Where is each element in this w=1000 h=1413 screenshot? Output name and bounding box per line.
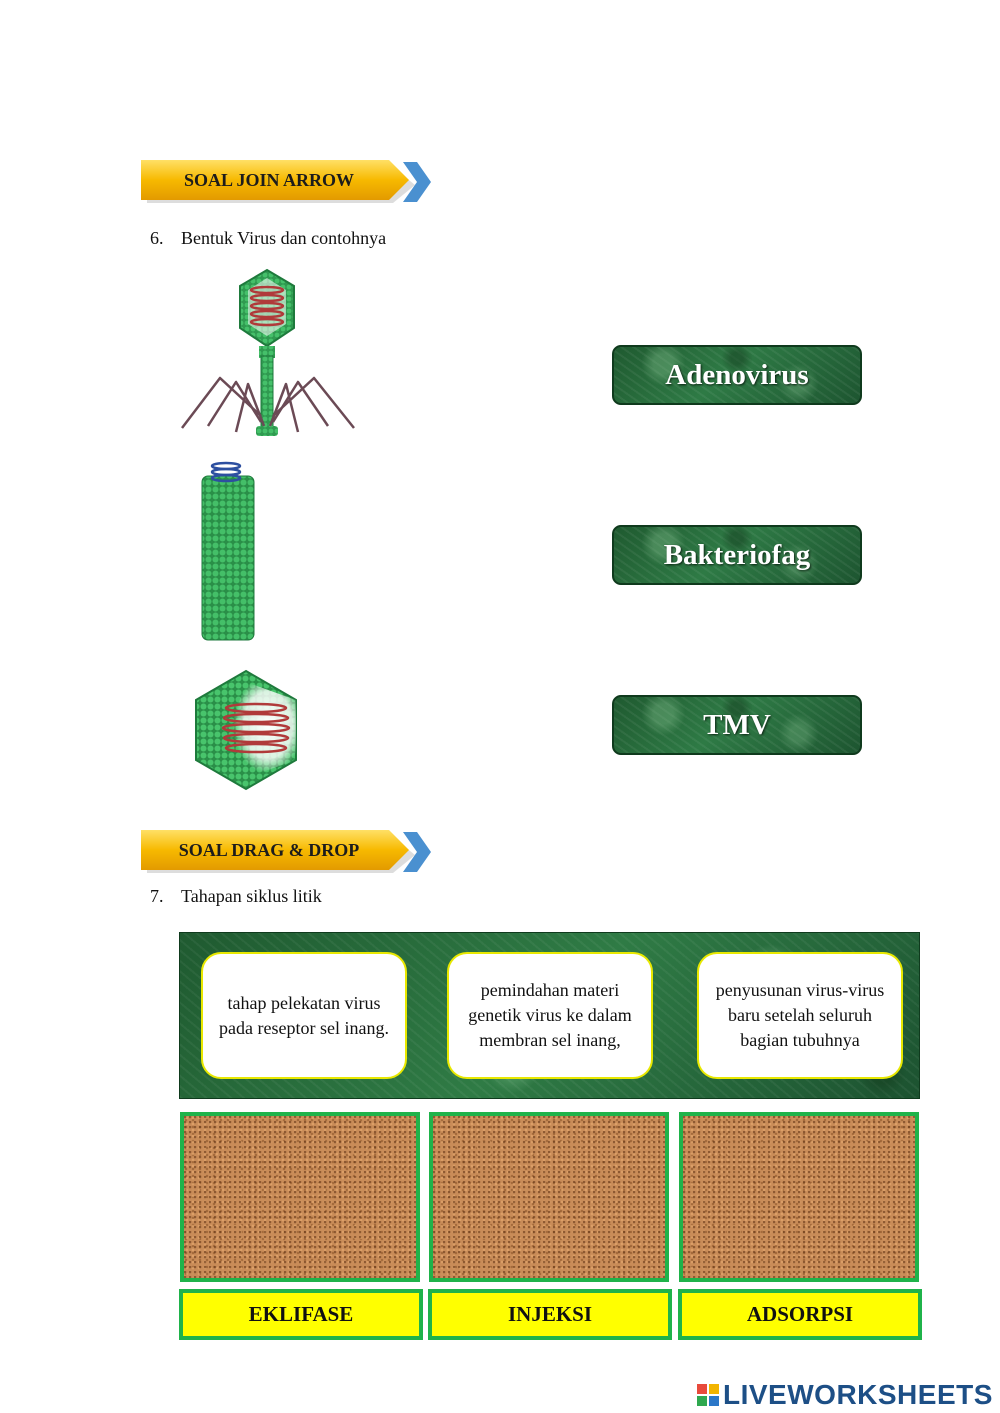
banner-arrow-shape bbox=[141, 830, 431, 873]
option-bakteriofag[interactable]: Bakteriofag bbox=[612, 525, 862, 585]
question-6: 6. Bentuk Virus dan contohnya bbox=[150, 228, 386, 249]
drop-zone-3[interactable] bbox=[679, 1112, 919, 1282]
drag-card-1[interactable]: tahap pelekatan virus pada reseptor sel … bbox=[201, 952, 407, 1079]
banner-arrow-shape bbox=[141, 160, 431, 203]
question-text: Bentuk Virus dan contohnya bbox=[181, 228, 387, 248]
drop-zone-1[interactable] bbox=[180, 1112, 420, 1282]
question-number: 6. bbox=[150, 228, 164, 248]
drag-card-2[interactable]: pemindahan materi genetik virus ke dalam… bbox=[447, 952, 653, 1079]
section-banner-join-arrow: SOAL JOIN ARROW bbox=[141, 160, 431, 204]
bacteriophage-image[interactable] bbox=[178, 266, 360, 441]
drop-zone-2[interactable] bbox=[429, 1112, 669, 1282]
option-tmv[interactable]: TMV bbox=[612, 695, 862, 755]
adenovirus-image[interactable] bbox=[186, 668, 306, 792]
logo-text: LIVEWORKSHEETS bbox=[723, 1379, 993, 1410]
section-banner-drag-drop: SOAL DRAG & DROP bbox=[141, 830, 431, 874]
question-number: 7. bbox=[150, 886, 164, 906]
banner-title: SOAL DRAG & DROP bbox=[178, 840, 360, 860]
banner-title: SOAL JOIN ARROW bbox=[183, 170, 355, 190]
label-adsorpsi: ADSORPSI bbox=[678, 1289, 922, 1340]
tmv-image[interactable] bbox=[198, 458, 258, 644]
logo-squares-icon bbox=[697, 1384, 719, 1406]
drag-card-3[interactable]: penyusunan virus-virus baru setelah selu… bbox=[697, 952, 903, 1079]
label-eklifase: EKLIFASE bbox=[179, 1289, 423, 1340]
option-adenovirus[interactable]: Adenovirus bbox=[612, 345, 862, 405]
label-injeksi: INJEKSI bbox=[428, 1289, 672, 1340]
liveworksheets-logo: LIVEWORKSHEETS bbox=[697, 1378, 993, 1412]
question-7: 7. Tahapan siklus litik bbox=[150, 886, 322, 907]
question-text: Tahapan siklus litik bbox=[181, 886, 322, 906]
